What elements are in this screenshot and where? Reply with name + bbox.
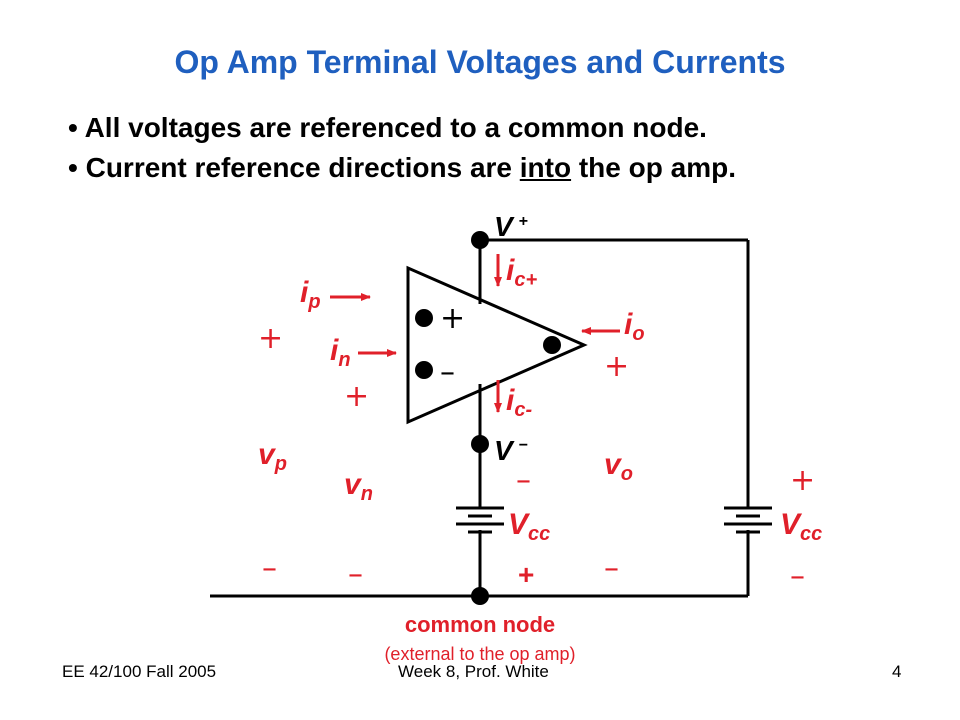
battery-symbol-left xyxy=(456,506,504,534)
sign-vcc-left-minus: – xyxy=(516,463,531,498)
bullet-marker: • xyxy=(68,152,78,183)
battery-symbol-right xyxy=(724,506,772,534)
label-io: io xyxy=(624,308,645,345)
bullet-item-1: • All voltages are referenced to a commo… xyxy=(68,108,736,148)
bullet-item-2: • Current reference directions are into … xyxy=(68,148,736,188)
bullet-text-2-post: the op amp. xyxy=(571,152,736,183)
sign-vp-minus: – xyxy=(262,551,277,586)
op-amp-triangle xyxy=(406,265,588,425)
label-in: in xyxy=(330,334,351,371)
node-inverting-input xyxy=(415,361,433,379)
footer-course: EE 42/100 Fall 2005 xyxy=(62,662,217,681)
bullet-text-2-underline: into xyxy=(519,152,572,183)
node-noninverting-input xyxy=(415,309,433,327)
label-vminus: V− xyxy=(494,435,528,466)
bullet-marker: • xyxy=(68,112,78,143)
label-icminus: ic- xyxy=(506,384,532,421)
node-vplus xyxy=(471,231,489,249)
sign-vcc-left-plus: + xyxy=(518,559,534,590)
label-icplus: ic+ xyxy=(506,254,537,291)
node-output xyxy=(543,336,561,354)
sign-vn-minus: – xyxy=(348,557,363,592)
label-vo: vo xyxy=(604,448,633,485)
bullet-list: • All voltages are referenced to a commo… xyxy=(68,108,736,188)
label-vcc-left: Vcc xyxy=(508,508,550,545)
noninverting-input-sign: + xyxy=(440,301,465,336)
sign-vo-minus: – xyxy=(604,551,619,586)
sign-vcc-right-plus: + xyxy=(790,463,815,498)
slide-title: Op Amp Terminal Voltages and Currents xyxy=(174,44,786,80)
footer-page-number: 4 xyxy=(892,662,902,681)
label-common-node: common node xyxy=(405,612,555,637)
current-arrows xyxy=(330,254,620,413)
sign-vcc-right-minus: – xyxy=(790,559,805,594)
label-vp: vp xyxy=(258,438,287,475)
footer-week: Week 8, Prof. White xyxy=(398,662,549,681)
label-ip: ip xyxy=(300,276,321,313)
sign-vn-plus: + xyxy=(344,379,369,414)
bullet-text-1: All voltages are referenced to a common … xyxy=(84,112,707,143)
node-vminus xyxy=(471,435,489,453)
label-vplus: V+ xyxy=(494,211,528,242)
node-common xyxy=(471,587,489,605)
sign-vp-plus: + xyxy=(258,321,283,356)
label-common-node-note: (external to the op amp) xyxy=(384,644,575,664)
bullet-text-2-pre: Current reference directions are xyxy=(85,152,520,183)
inverting-input-sign: – xyxy=(440,355,455,390)
sign-vo-plus: + xyxy=(604,349,629,384)
label-vcc-right: Vcc xyxy=(780,508,822,545)
circuit-wires xyxy=(210,238,750,598)
label-vn: vn xyxy=(344,468,373,505)
